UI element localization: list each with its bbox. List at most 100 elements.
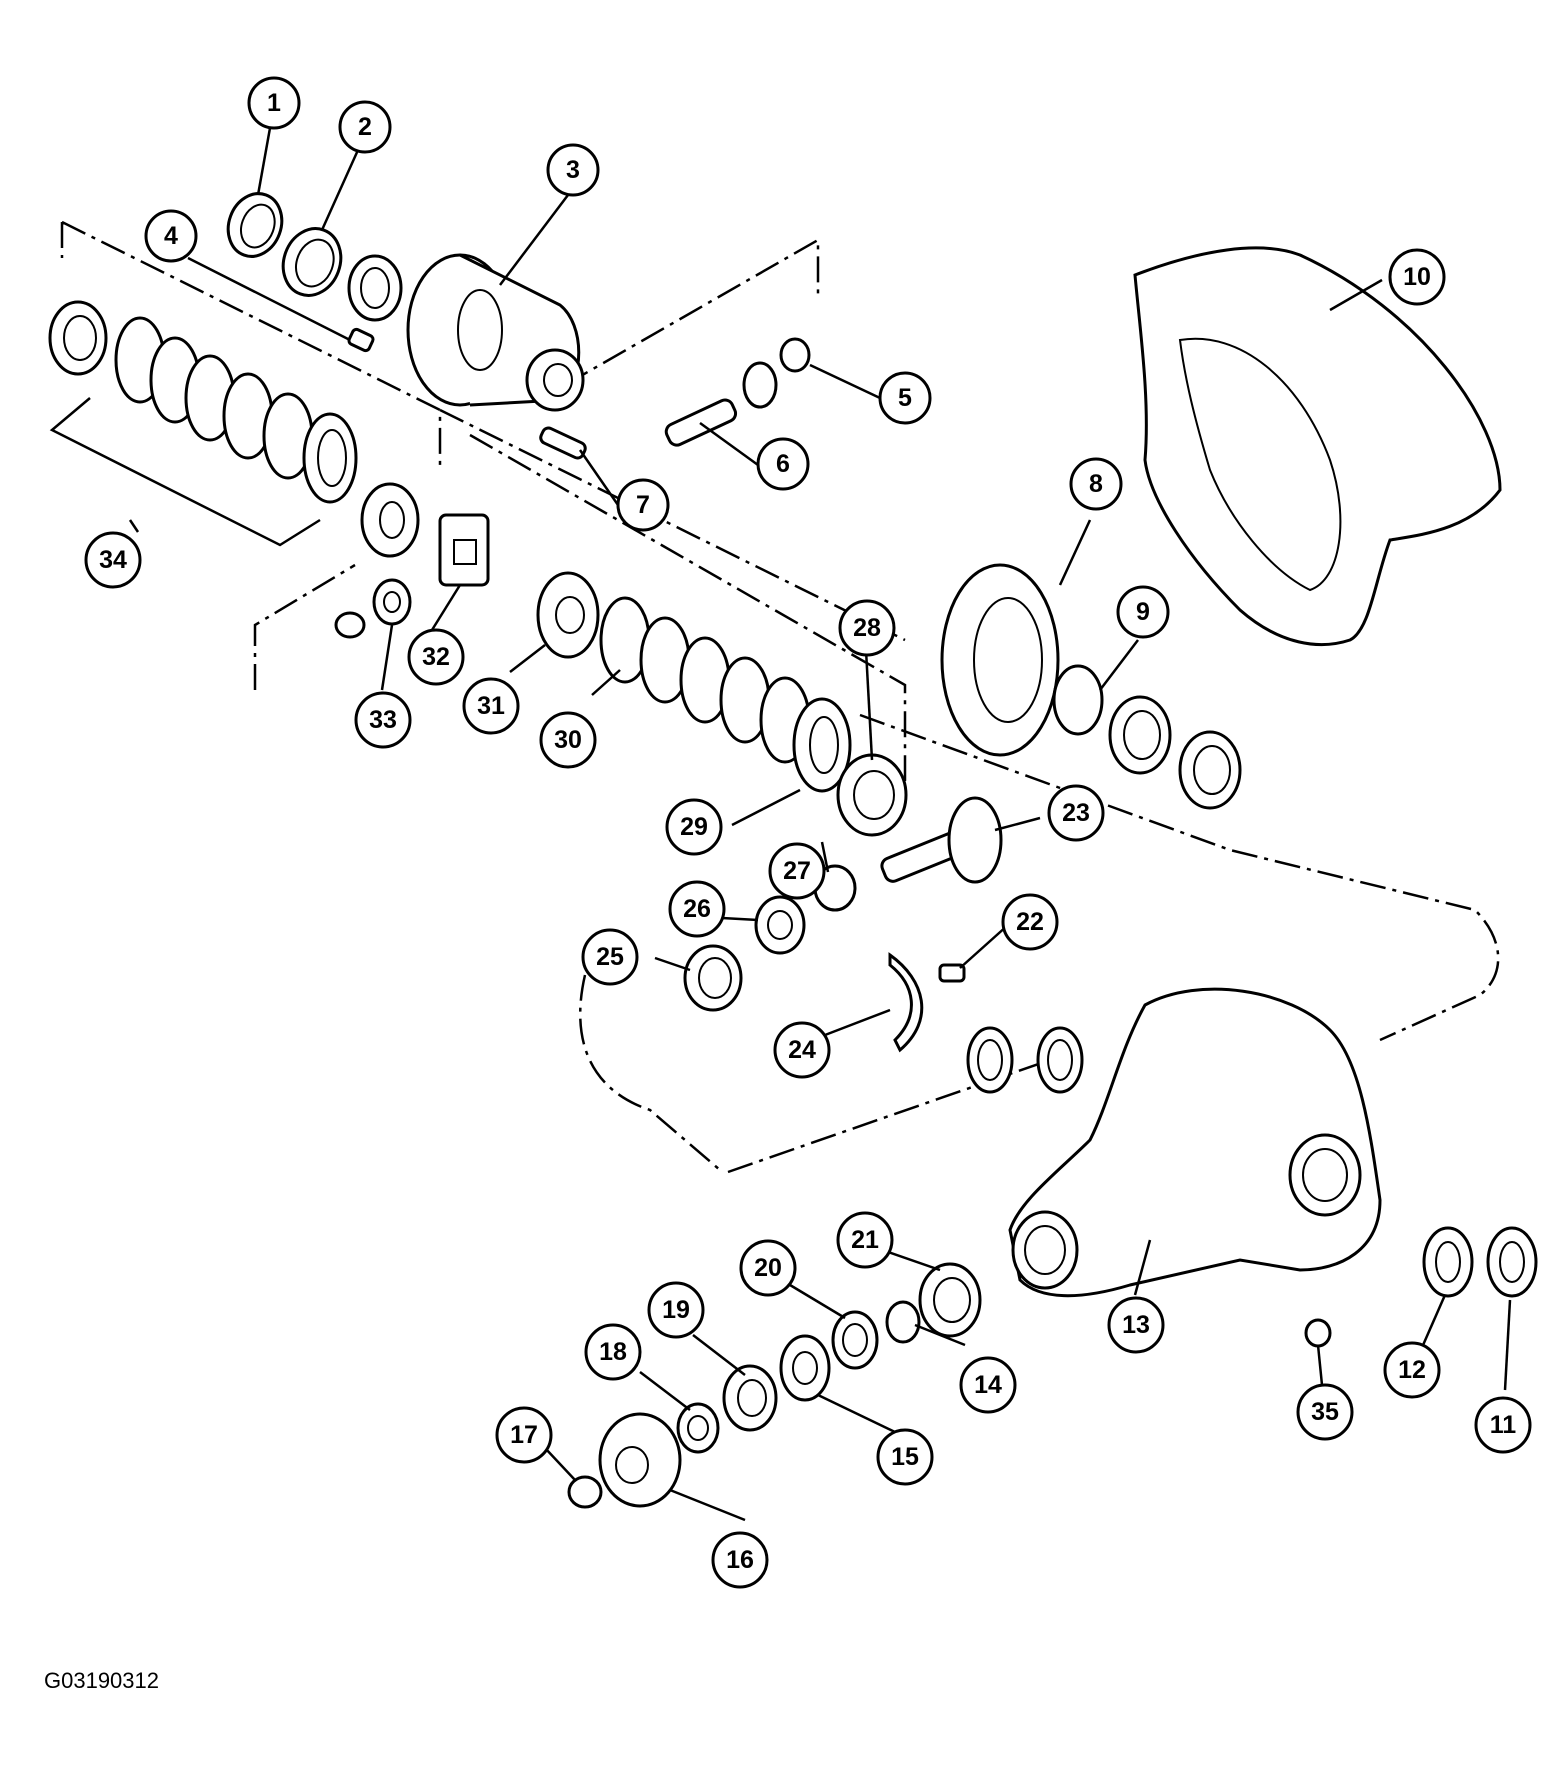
diff-case-3 — [406, 253, 585, 412]
clutch-pack-right — [599, 596, 852, 793]
callout-4-label: 4 — [164, 222, 178, 250]
cover-10 — [1133, 246, 1502, 646]
callout-14-label: 14 — [974, 1371, 1002, 1399]
callout-11-label: 11 — [1490, 1411, 1517, 1439]
callout-15-label: 15 — [891, 1443, 919, 1471]
callout-31: 31 — [462, 677, 520, 735]
figure-id: G03190312 — [44, 1668, 159, 1693]
callout-3: 3 — [546, 143, 600, 197]
callout-6-label: 6 — [776, 450, 790, 478]
callout-31-label: 31 — [477, 692, 505, 720]
callout-21: 21 — [836, 1211, 894, 1269]
callout-26-label: 26 — [683, 895, 711, 923]
clip-24 — [888, 952, 924, 1053]
callout-26: 26 — [668, 880, 726, 938]
callout-18: 18 — [584, 1323, 642, 1381]
bracket-34 — [49, 397, 321, 547]
callout-10: 10 — [1388, 248, 1446, 306]
callout-17-label: 17 — [510, 1421, 538, 1449]
bearing-19 — [722, 1364, 778, 1432]
callout-25-label: 25 — [596, 943, 624, 971]
callout-30: 30 — [539, 711, 597, 769]
parts — [48, 192, 1538, 1509]
bolt-22 — [938, 963, 966, 983]
callout-9-label: 9 — [1136, 598, 1150, 626]
callout-7-label: 7 — [636, 491, 650, 519]
callout-6: 6 — [756, 437, 810, 491]
seal-21 — [918, 1262, 982, 1338]
race-25 — [683, 944, 743, 1012]
callout-5-label: 5 — [898, 384, 912, 412]
callout-11: 11 — [1474, 1396, 1532, 1454]
callout-35-label: 35 — [1311, 1398, 1339, 1426]
ring-gear-8 — [940, 563, 1060, 757]
callout-3-label: 3 — [566, 156, 580, 184]
pinion-33 — [372, 578, 412, 626]
callouts: 1 2 3 4 5 6 7 8 9 10 11 12 13 14 15 16 1… — [84, 76, 1532, 1589]
callout-12-label: 12 — [1398, 1356, 1426, 1384]
callout-35: 35 — [1296, 1383, 1354, 1441]
bearing-12 — [1422, 1226, 1474, 1298]
side-gear — [360, 482, 420, 558]
bearing-9 — [1052, 664, 1242, 810]
callout-4: 4 — [144, 209, 198, 263]
pinion-23 — [880, 796, 1003, 884]
bearing-2b — [347, 254, 403, 322]
callout-20: 20 — [739, 1239, 797, 1297]
callout-23-label: 23 — [1062, 799, 1090, 827]
shim-20 — [831, 1310, 879, 1370]
callout-29-label: 29 — [680, 813, 708, 841]
race-2 — [281, 227, 343, 297]
callout-1-label: 1 — [267, 89, 281, 117]
seal-28 — [836, 753, 908, 837]
callout-21-label: 21 — [851, 1226, 879, 1254]
callout-19: 19 — [647, 1281, 705, 1339]
leader-lines — [128, 127, 1512, 1522]
flange-16 — [598, 1412, 682, 1508]
callout-16: 16 — [711, 1531, 769, 1589]
callout-32: 32 — [407, 628, 465, 686]
callout-27: 27 — [768, 842, 826, 900]
bolt-4 — [347, 327, 375, 353]
callout-33: 33 — [354, 691, 412, 749]
seal-18 — [676, 1402, 720, 1454]
callout-25: 25 — [581, 928, 639, 986]
callout-32-label: 32 — [422, 643, 450, 671]
callout-18-label: 18 — [599, 1338, 627, 1366]
callout-15: 15 — [876, 1428, 934, 1486]
callout-20-label: 20 — [754, 1254, 782, 1282]
pin-7 — [539, 426, 587, 460]
callout-22: 22 — [1001, 893, 1059, 951]
callout-1: 1 — [247, 76, 301, 130]
washer-33a — [334, 611, 366, 639]
housing-13 — [1008, 987, 1382, 1298]
washer-5a — [779, 337, 811, 373]
callout-24-label: 24 — [788, 1036, 816, 1064]
callout-13: 13 — [1107, 1296, 1165, 1354]
callout-17: 17 — [495, 1406, 553, 1464]
callout-7: 7 — [616, 478, 670, 532]
callout-2-label: 2 — [358, 113, 372, 141]
callout-30-label: 30 — [554, 726, 582, 754]
callout-24: 24 — [773, 1021, 831, 1079]
clutch-pack-left — [114, 316, 358, 504]
callout-28: 28 — [838, 599, 896, 657]
nut-17 — [567, 1475, 603, 1509]
callout-2: 2 — [338, 100, 392, 154]
callout-8-label: 8 — [1089, 470, 1103, 498]
callout-28-label: 28 — [853, 614, 881, 642]
callout-22-label: 22 — [1016, 908, 1044, 936]
callout-16-label: 16 — [726, 1546, 754, 1574]
callout-34: 34 — [84, 531, 142, 589]
callout-9: 9 — [1116, 585, 1170, 639]
callout-5: 5 — [878, 371, 932, 425]
callout-19-label: 19 — [662, 1296, 690, 1324]
callout-27-label: 27 — [783, 857, 811, 885]
callout-33-label: 33 — [369, 706, 397, 734]
callout-34-label: 34 — [99, 546, 127, 574]
callout-29: 29 — [665, 798, 723, 856]
seal-11 — [1486, 1226, 1538, 1298]
plug-35 — [1304, 1318, 1332, 1348]
spacer-14 — [885, 1300, 921, 1344]
